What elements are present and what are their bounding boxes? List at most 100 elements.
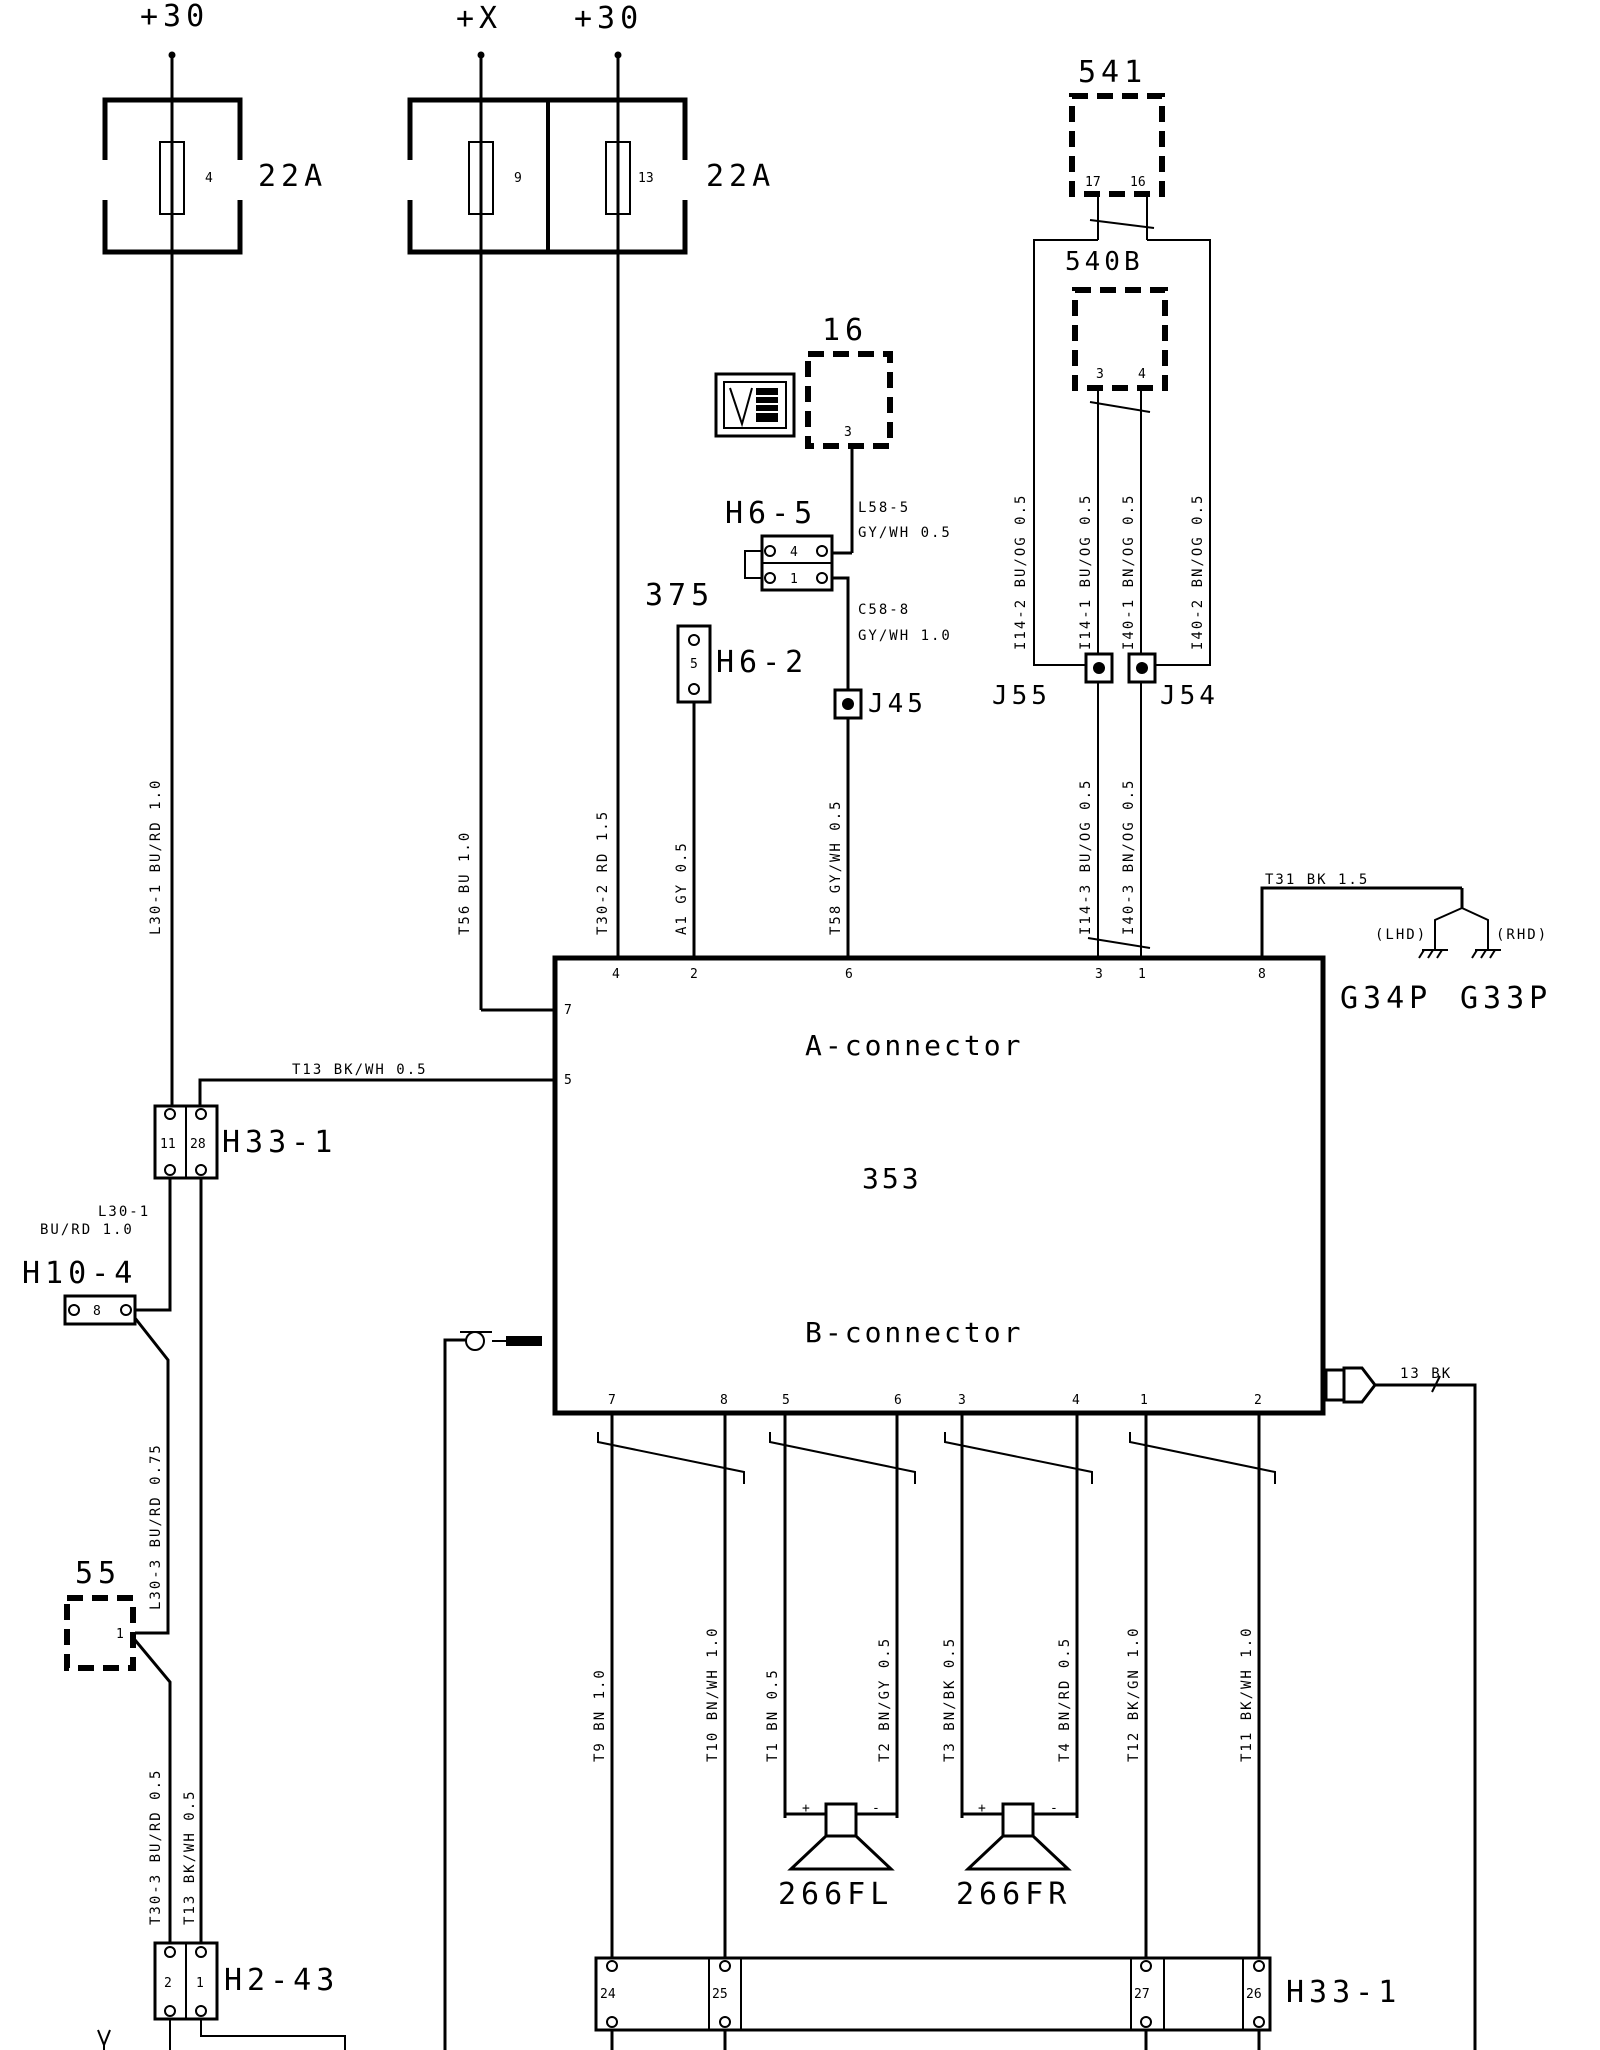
component-353 [552,955,1326,1416]
junction-j54-block [1127,652,1157,684]
a-pin-3: 3 [1095,967,1103,982]
b-pin-7: 7 [608,1393,616,1408]
wire-label-t56: T56 BU 1.0 [457,831,473,935]
ground-g33p-label: G33P [1460,981,1552,1016]
junction-j55-label: J55 [992,681,1051,711]
wire-label-t3: T3 BN/BK 0.5 [942,1637,958,1762]
b-pin-4: 4 [1072,1393,1080,1408]
supply-plus30-left: +30 [140,0,209,34]
a-pin-6: 6 [845,967,853,982]
a-connector-label: A-connector [805,1029,1023,1062]
twist-marker-540b [1089,401,1151,413]
wire-label-c58-8-color: GY/WH 1.0 [858,628,952,644]
c55-pin-1: 1 [116,1627,124,1642]
component-55 [64,1595,136,1671]
c540b-pin-4: 4 [1138,367,1146,382]
wire-13-bk [1375,1383,1477,2050]
h33-1-bottom-pin-27: 27 [1134,1987,1150,2002]
wire-antenna [443,1338,470,2050]
a-pin-2: 2 [690,967,698,982]
connector-h6-5-label: H6-5 [725,496,817,531]
component-540b-label: 540B [1065,247,1144,277]
b-pin-5: 5 [782,1393,790,1408]
component-16 [805,351,893,449]
h33-1-bottom-pin-26: 26 [1246,1987,1262,2002]
h2-43-pin-2: 2 [164,1976,172,1991]
a-pin-1: 1 [1138,967,1146,982]
h33-1-top-pin-28: 28 [190,1137,206,1152]
component-16-label: 16 [822,313,868,348]
wire-label-t30-3: T30-3 BU/RD 0.5 [148,1769,164,1925]
fuse-label-22a-right: 22A [706,159,775,194]
c16-pin-3: 3 [844,425,852,440]
a-pin-5: 5 [564,1073,572,1088]
wire-label-13-bk: 13 BK [1400,1366,1452,1382]
a-pin-4: 4 [612,967,620,982]
speaker-266fr-label: 266FR [956,1877,1071,1912]
ground-g33p-icon [1471,949,1501,959]
speaker-266fl-icon [783,1802,899,1871]
twist-marker-a-connector [1087,937,1151,949]
fuse-number-4: 4 [205,171,213,186]
wire-label-i14-2: I14-2 BU/OG 0.5 [1013,494,1029,650]
h6-5-pin-4: 4 [790,545,798,560]
radio-display-icon [714,372,796,438]
wire-label-l58-5-color: GY/WH 0.5 [858,525,952,541]
wire-label-t1: T1 BN 0.5 [765,1668,781,1762]
antenna-plug-icon [460,1331,542,1351]
b-pin-6: 6 [894,1393,902,1408]
ground-lhd-label: (LHD) [1375,927,1427,943]
wire-label-t58: T58 GY/WH 0.5 [828,799,844,935]
wire-label-t11: T11 BK/WH 1.0 [1239,1626,1255,1762]
connector-h33-1-top [153,1104,219,1180]
wire-label-a1: A1 GY 0.5 [674,841,690,935]
wire-label-t30-2: T30-2 RD 1.5 [595,810,611,935]
component-541-label: 541 [1078,55,1147,90]
speaker-266fr-icon [960,1802,1079,1871]
wire-label-i40-1: I40-1 BN/OG 0.5 [1121,494,1137,650]
connector-h2-43 [153,1941,219,2021]
connector-h6-2-label: H6-2 [716,645,808,680]
b-connector-wires [610,1413,1261,2050]
h33-1-bottom-pin-25: 25 [712,1987,728,2002]
a-pin-7: 7 [564,1003,572,1018]
speaker-fr-minus: - [1050,1801,1058,1816]
b-pin-2: 2 [1254,1393,1262,1408]
b-pin-1: 1 [1140,1393,1148,1408]
wire-label-t12: T12 BK/GN 1.0 [1126,1626,1142,1762]
power-plug-icon [1324,1366,1377,1404]
speaker-fl-plus: + [802,1801,810,1816]
wire-label-i40-2: I40-2 BN/OG 0.5 [1190,494,1206,650]
component-375-label: 375 [645,578,714,613]
speaker-266fl-label: 266FL [778,1877,893,1912]
c540b-pin-3: 3 [1096,367,1104,382]
a-pin-8: 8 [1258,967,1266,982]
c541-pin-16: 16 [1130,175,1146,190]
component-55-label: 55 [75,1556,121,1591]
ground-g34p-label: G34P [1340,981,1432,1016]
fuse-number-13: 13 [638,171,654,186]
wire-t31 [1260,886,1462,958]
wire-label-t13-bottom: T13 BK/WH 0.5 [182,1789,198,1925]
wire-label-l30-3: L30-3 BU/RD 0.75 [148,1443,164,1610]
connector-h10-4 [63,1294,137,1326]
wire-label-l58-5: L58-5 [858,500,910,516]
connector-h33-1-bottom-label: H33-1 [1286,1975,1401,2010]
wire-label-l30-1-small-a: L30-1 [98,1204,150,1220]
twist-marker-541 [1089,219,1155,229]
wire-label-c58-8: C58-8 [858,602,910,618]
b-pin-3: 3 [958,1393,966,1408]
speaker-fr-plus: + [978,1801,986,1816]
h6-5-pin-1: 1 [790,572,798,587]
connector-h33-1-bottom [594,1956,1272,2032]
wire-label-t4: T4 BN/RD 0.5 [1057,1637,1073,1762]
connector-h10-4-label: H10-4 [22,1256,137,1291]
h10-4-pin-8: 8 [93,1304,101,1319]
wire-label-t10: T10 BN/WH 1.0 [705,1626,721,1762]
junction-j54-label: J54 [1160,681,1219,711]
h33-1-top-pin-11: 11 [160,1137,176,1152]
connector-h33-1-top-label: H33-1 [222,1125,337,1160]
component-541 [1069,93,1165,197]
wire-label-i40-3: I40-3 BN/OG 0.5 [1121,779,1137,935]
